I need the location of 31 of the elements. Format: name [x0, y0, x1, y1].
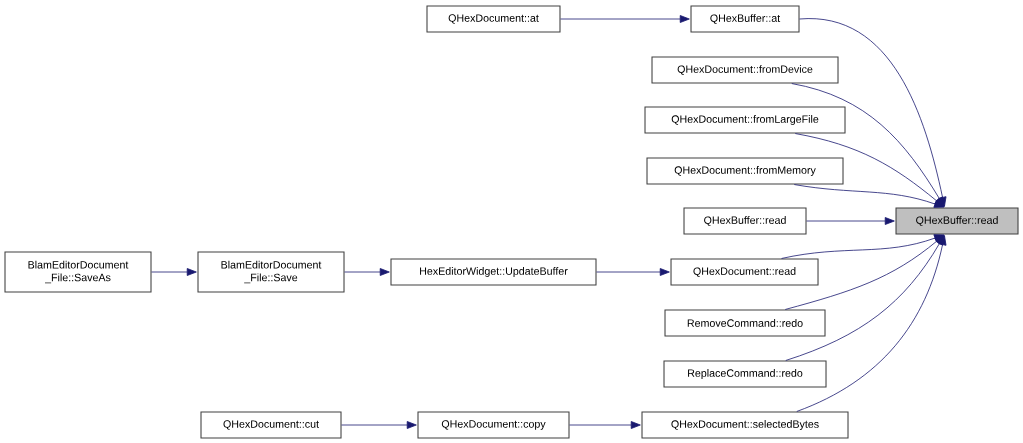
function-box: QHexDocument::selectedBytes [641, 411, 849, 439]
function-box: QHexBuffer::read [895, 207, 1019, 235]
arrow [344, 268, 390, 276]
arrow [560, 15, 690, 23]
arrow [781, 234, 945, 259]
arrow [785, 235, 945, 361]
function-box: BlamEditorDocument _File::Save [197, 251, 345, 293]
function-box: QHexDocument::copy [417, 411, 570, 439]
function-box: QHexDocument::fromDevice [651, 56, 839, 84]
arrow [806, 217, 895, 225]
arrow [796, 235, 947, 412]
function-box: HexEditorWidget::UpdateBuffer [390, 258, 597, 286]
arrow [151, 268, 197, 276]
arrow [569, 421, 641, 429]
function-box: QHexBuffer::at [690, 5, 800, 33]
function-box: QHexDocument::fromLargeFile [644, 106, 846, 134]
arrow [793, 184, 945, 208]
arrow [596, 268, 670, 276]
arrow [784, 234, 945, 310]
function-box: QHexBuffer::read [683, 207, 807, 235]
function-box: QHexDocument::read [670, 258, 819, 286]
arrow [794, 133, 945, 208]
function-box: ReplaceCommand::redo [663, 360, 827, 388]
function-box: QHexDocument::at [426, 5, 561, 33]
arrow [341, 421, 417, 429]
function-box: BlamEditorDocument _File::SaveAs [4, 251, 152, 293]
function-box: RemoveCommand::redo [664, 309, 826, 337]
arrow [799, 18, 947, 207]
arrow [791, 83, 945, 207]
function-box: QHexDocument::fromMemory [646, 157, 844, 185]
function-box: QHexDocument::cut [200, 411, 342, 439]
